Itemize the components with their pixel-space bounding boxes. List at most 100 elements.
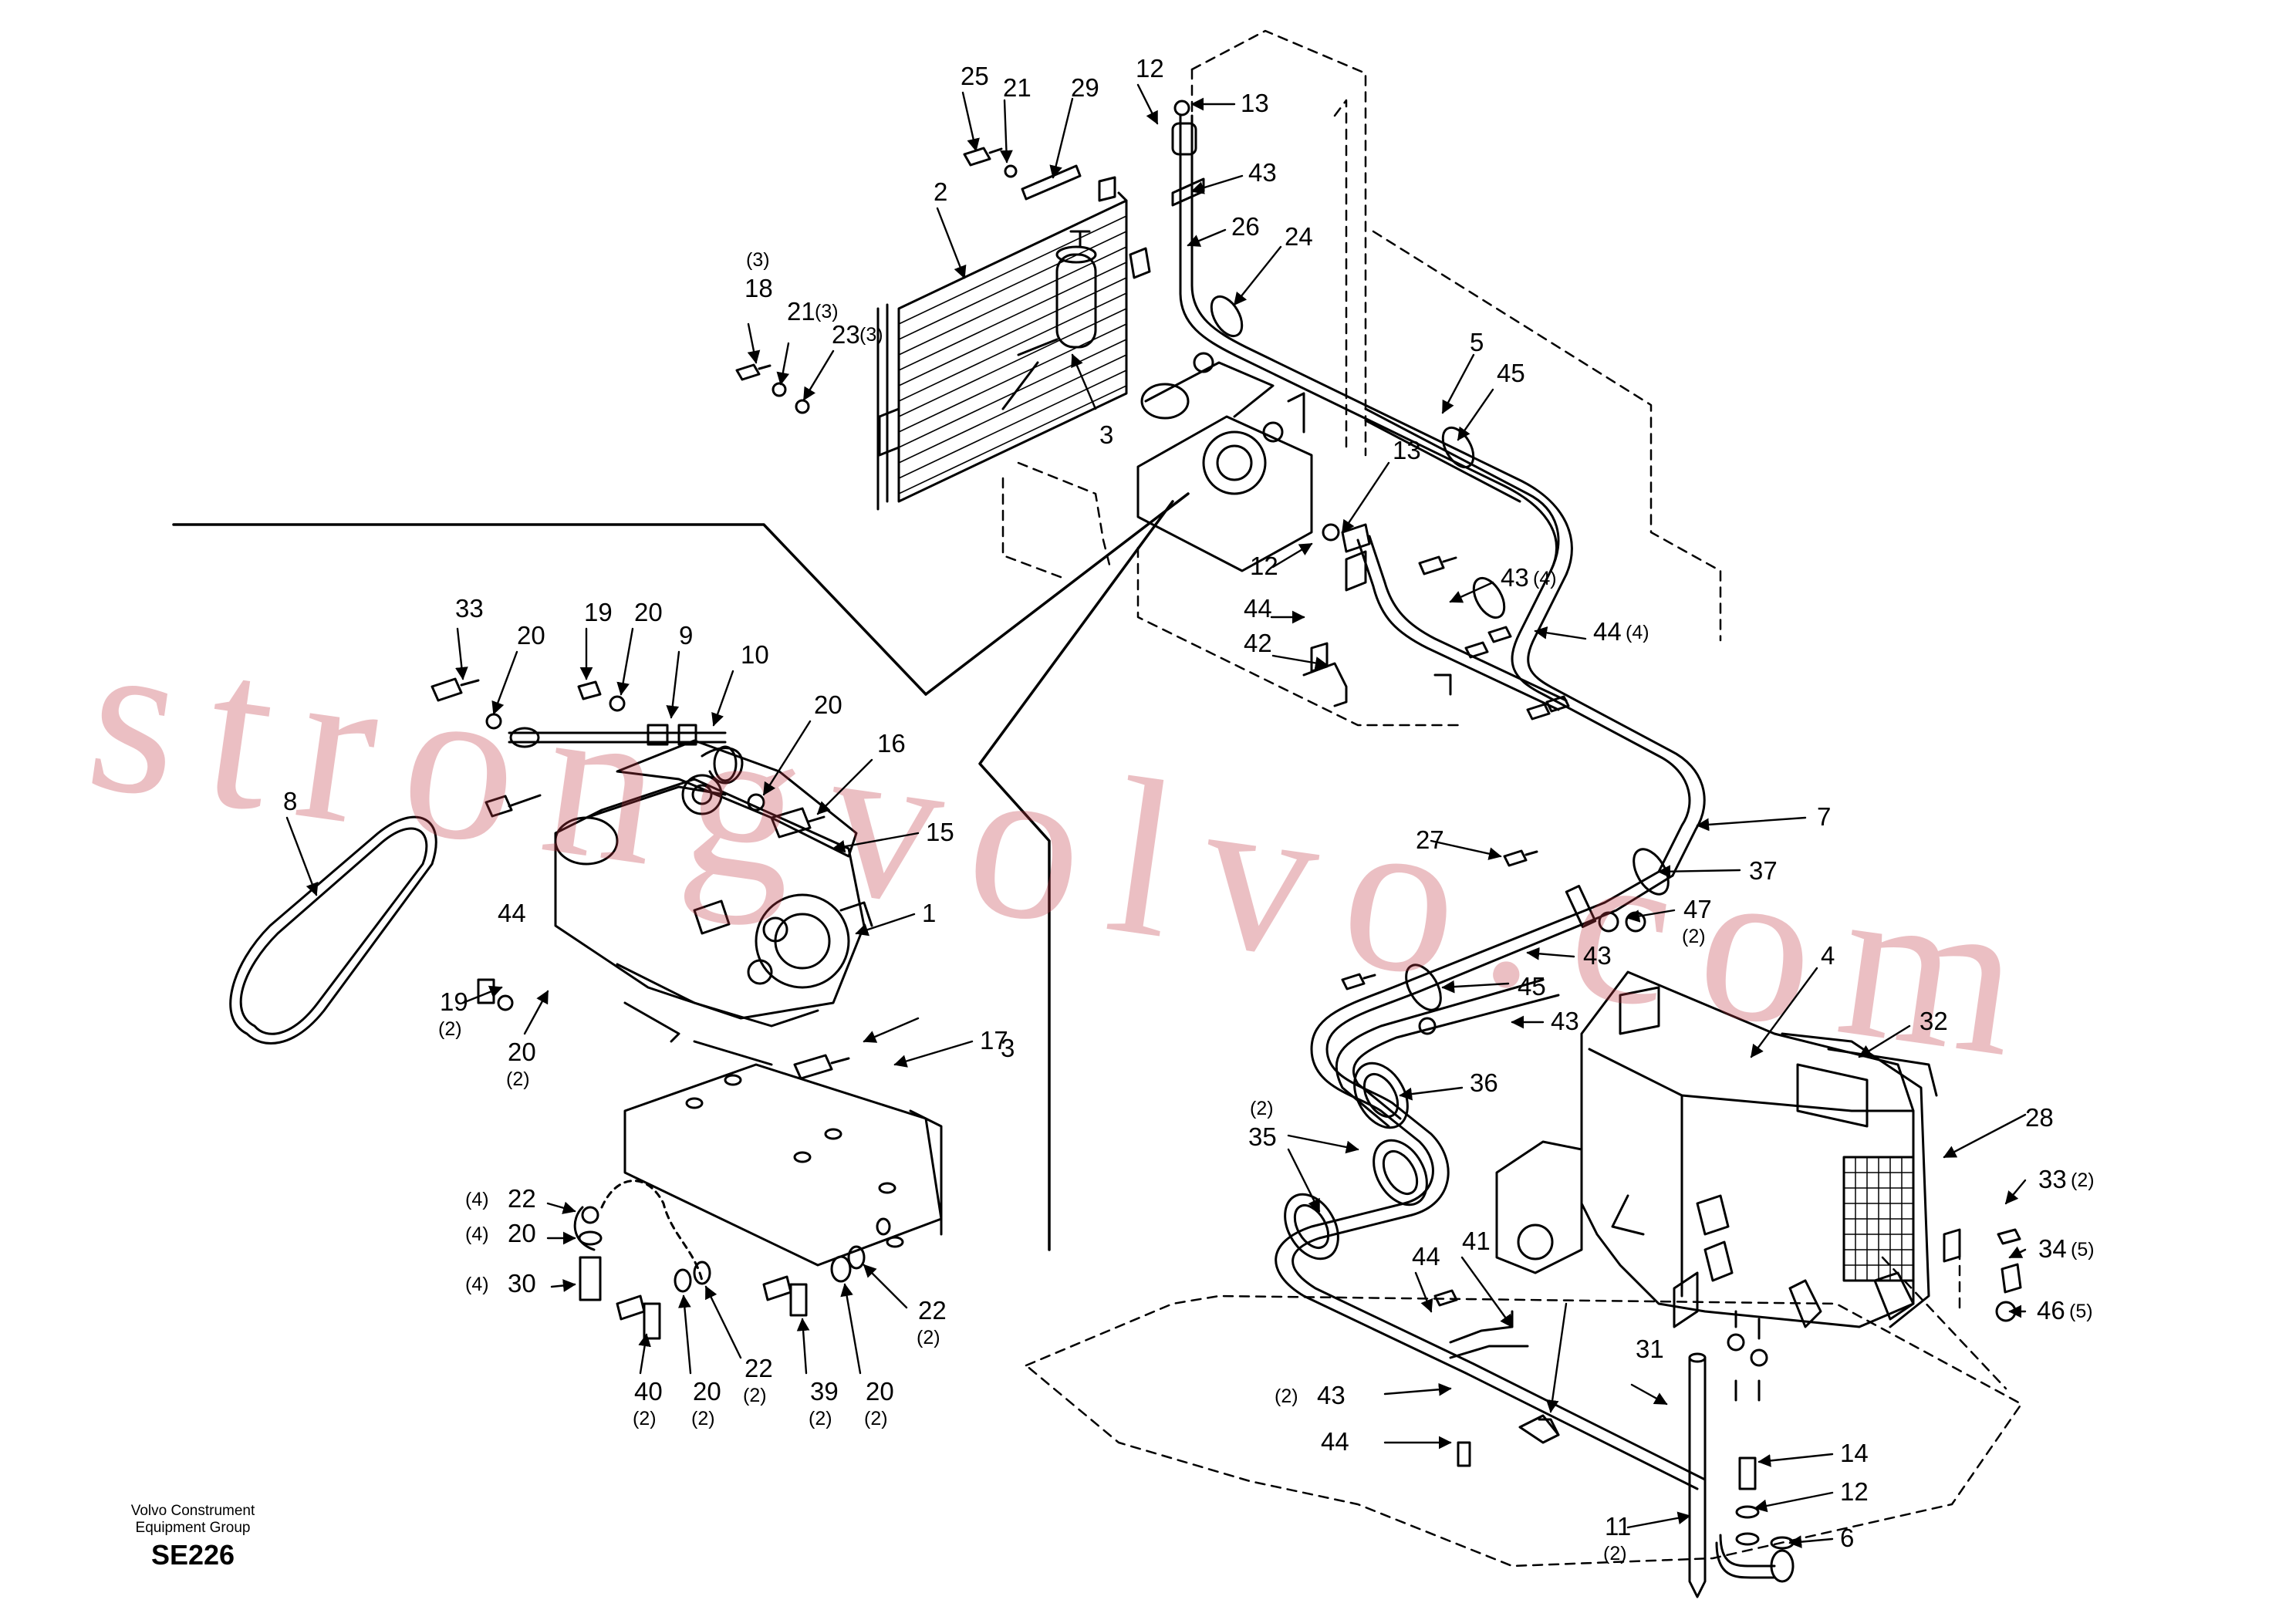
callout-number: 18: [745, 274, 773, 302]
callout-number: 31: [1636, 1335, 1664, 1363]
callout-quantity: (4): [1626, 622, 1649, 643]
callout-quantity: (2): [743, 1385, 767, 1406]
callout-quantity: (2): [809, 1408, 832, 1429]
callout-number: 13: [1241, 89, 1269, 117]
callout-quantity: (2): [633, 1408, 657, 1429]
callout-number: 14: [1840, 1439, 1869, 1467]
callout-quantity: (2): [2071, 1169, 2095, 1191]
callout-quantity: (2): [691, 1408, 715, 1429]
hose-fittings-upper: [1171, 100, 1570, 721]
callout-number: 43: [1317, 1381, 1346, 1409]
callout-number: 44: [1244, 594, 1272, 623]
callout-number: 39: [810, 1377, 839, 1406]
callout-number: 20: [634, 598, 663, 626]
callout-number: 32: [1920, 1007, 1948, 1035]
callout-number: 21: [787, 297, 815, 326]
callout-number: 15: [926, 818, 954, 846]
drain-hose-assembly: [1688, 1352, 1795, 1598]
callout-number: 9: [679, 621, 693, 650]
callout-quantity: (2): [1682, 926, 1706, 947]
callout-quantity: (2): [438, 1018, 462, 1040]
callout-number: 24: [1285, 222, 1313, 251]
heater-unit: [1495, 970, 2022, 1402]
callout-number: 46: [2037, 1296, 2065, 1325]
condenser: [876, 199, 1128, 511]
drive-belt: [229, 815, 437, 1045]
callout-number: 11: [1605, 1512, 1631, 1541]
callout-quantity: (2): [1275, 1385, 1298, 1407]
callout-number: 7: [1817, 802, 1831, 831]
detail-view-frame: [172, 492, 1190, 1251]
callout-number: 17: [980, 1026, 1008, 1055]
callout-number: 43: [1501, 563, 1529, 592]
callout-number: 1: [922, 899, 936, 927]
callout-quantity: (2): [864, 1408, 888, 1429]
callout-number: 27: [1416, 825, 1444, 854]
callout-number: 20: [508, 1219, 536, 1247]
callout-number: 29: [1071, 73, 1099, 102]
callout-number: 45: [1518, 972, 1546, 1001]
compressor-small-view: [1136, 352, 1313, 572]
callout-number: 20: [517, 621, 545, 650]
callout-number: 19: [584, 598, 613, 626]
callout-number: 22: [508, 1184, 536, 1213]
callout-number: 13: [1393, 436, 1421, 464]
callout-number: 33: [2038, 1165, 2067, 1193]
receiver-drier: [1001, 230, 1097, 410]
callout-number: 25: [961, 62, 989, 90]
callout-number: 10: [741, 640, 769, 669]
callout-quantity: (2): [1603, 1543, 1627, 1564]
callout-number: 20: [814, 690, 842, 719]
callout-number: 8: [283, 787, 297, 815]
callout-number: 23: [832, 320, 860, 349]
callout-number: 43: [1248, 158, 1277, 187]
callout-number: 44: [498, 899, 526, 927]
callout-number: 22: [745, 1354, 773, 1382]
adjuster-rod-and-bolts: [430, 677, 850, 1080]
watermark-text: strongvolvo.com: [76, 588, 2064, 1108]
refrigerant-hoses-lower: [1275, 870, 1707, 1490]
callout-number: 47: [1683, 895, 1712, 923]
refrigerant-hoses-upper: [1179, 114, 1706, 877]
callout-number: 33: [455, 594, 484, 623]
callout-number: 34: [2038, 1234, 2067, 1263]
callout-number: 20: [693, 1377, 721, 1406]
callout-quantity: (5): [2069, 1301, 2093, 1322]
callout-number: 12: [1136, 54, 1164, 83]
callout-quantity: (5): [2071, 1239, 2095, 1261]
callout-number: 4: [1821, 941, 1835, 970]
callout-quantity: (3): [815, 301, 839, 322]
hose-clamps-lower: [1284, 848, 1670, 1467]
callout-number: 19: [440, 987, 468, 1016]
callout-number: 5: [1470, 328, 1484, 356]
callout-quantity: (3): [859, 324, 883, 346]
callout-number: 43: [1551, 1007, 1579, 1035]
callout-number: 16: [877, 729, 906, 758]
callout-quantity: (2): [1250, 1098, 1274, 1119]
callout-number: 43: [1583, 941, 1612, 970]
publisher-name-line2: Equipment Group: [135, 1520, 251, 1536]
callout-quantity: (4): [465, 1223, 489, 1245]
callout-number: 44: [1412, 1242, 1440, 1271]
diagram-code: SE226: [150, 1539, 235, 1571]
callout-quantity: (3): [746, 249, 770, 271]
callout-leaders: [285, 83, 2027, 1548]
callout-number: 2: [934, 177, 947, 206]
callout-number: 6: [1840, 1524, 1854, 1552]
callout-number: 28: [2025, 1103, 2054, 1132]
callout-number: 45: [1497, 359, 1525, 387]
callout-number: 21: [1003, 73, 1032, 102]
callout-quantity: (2): [506, 1068, 530, 1090]
callout-number: 3: [1001, 1034, 1015, 1062]
lower-fastener-stacks: [573, 1180, 891, 1340]
callout-number: 3: [1099, 420, 1113, 449]
callout-number: 22: [918, 1296, 947, 1325]
callout-quantity: (4): [465, 1274, 489, 1295]
cab-frame-outline: [1001, 29, 2023, 1568]
callout-number: 30: [508, 1269, 536, 1298]
callout-number: 41: [1462, 1227, 1491, 1255]
callout-number: 26: [1231, 212, 1260, 241]
